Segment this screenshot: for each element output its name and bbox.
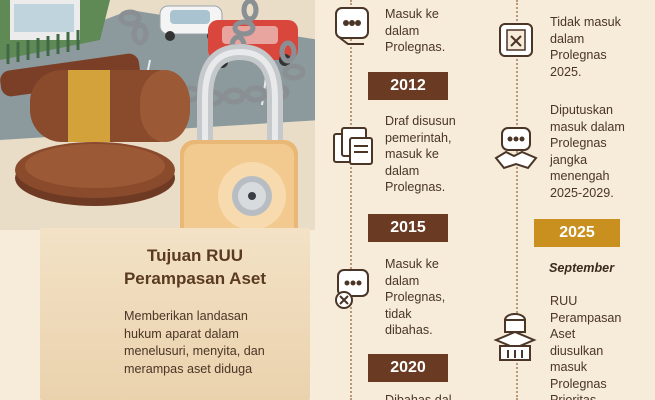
illustration: [0, 0, 320, 400]
documents-icon: [330, 122, 376, 173]
rul-panel: [40, 228, 310, 400]
entry-line: masuk ke: [385, 147, 439, 161]
entry-line: Prolegnas: [550, 376, 607, 391]
legal-building-icon: [490, 310, 540, 371]
entry-2025-2029: Diputuskan masuk dalam Prolegnas jangka …: [550, 102, 625, 201]
entry-line: Prolegnas: [550, 136, 607, 150]
rul-title-line1: Tujuan RUU: [146, 246, 243, 265]
entry-top-right: Tidak masuk dalam Prolegnas 2025.: [550, 14, 621, 80]
rul-title: Tujuan RUU Perampasan Aset: [80, 244, 310, 290]
entry-line: Prolegnas.: [385, 180, 446, 194]
entry-line: 2025.: [550, 64, 582, 79]
entry-line: dibahas.: [385, 323, 433, 337]
handshake-icon: [330, 4, 374, 53]
entry-line: Prioritas: [550, 393, 597, 400]
entry-line: jangka: [550, 152, 588, 167]
year-2015: 2015: [368, 214, 448, 242]
month-september: September: [549, 261, 615, 275]
year-2025: 2025: [534, 219, 620, 247]
year-2012: 2012: [368, 72, 448, 100]
entry-line: Diputuskan: [550, 103, 614, 117]
entry-line: diusulkan: [550, 343, 604, 358]
handshake-icon: [492, 124, 540, 177]
rul-title-line2: Perampasan Aset: [123, 269, 267, 288]
entry-line: Perampasan: [550, 310, 622, 325]
entry-2020: Dibahas dal: [385, 393, 452, 400]
entry-line: tidak: [385, 306, 412, 321]
entry-line: dalam: [385, 273, 420, 288]
entry-line: Masuk ke: [385, 257, 439, 271]
entry-line: Aset: [550, 327, 576, 341]
entry-line: dalam: [385, 163, 420, 178]
entry-line: pemerintah,: [385, 130, 452, 145]
cancel-docs-icon: [330, 266, 376, 317]
rul-body-line4: merampas aset diduga: [124, 361, 253, 376]
entry-line: masuk dalam: [550, 119, 625, 134]
rul-body-line3: menelusuri, menyita, dan: [124, 344, 265, 358]
entry-line: Prolegnas: [550, 48, 607, 62]
entry-line: Prolegnas,: [385, 290, 446, 304]
document-x-icon: [494, 18, 538, 67]
entry-2015: Masuk ke dalam Prolegnas, tidak dibahas.: [385, 256, 445, 339]
entry-september-2025: RUU Perampasan Aset diusulkan masuk Prol…: [550, 293, 621, 400]
rul-body: Memberikan landasan hukum aparat dalam m…: [124, 308, 314, 378]
entry-line: Draf disusun: [385, 114, 456, 128]
entry-line: masuk: [550, 360, 588, 374]
timeline-line-right: [516, 0, 518, 400]
entry-line: Tidak masuk: [550, 15, 621, 29]
rul-body-line1: Memberikan landasan: [124, 309, 248, 323]
rul-body-line2: hukum aparat dalam: [124, 326, 239, 341]
timeline-line-left: [350, 0, 352, 400]
padlock-gavel-illustration: [0, 0, 320, 394]
entry-line: 2025-2029.: [550, 185, 614, 200]
entry-line: RUU: [550, 294, 578, 308]
entry-line: Prolegnas.: [385, 40, 446, 54]
entry-top-left: Masuk ke dalam Prolegnas.: [385, 6, 445, 56]
entry-line: menengah: [550, 169, 610, 183]
year-2020: 2020: [368, 354, 448, 382]
entry-line: dalam: [550, 31, 585, 46]
entry-2012: Draf disusun pemerintah, masuk ke dalam …: [385, 113, 456, 196]
entry-line: dalam: [385, 23, 420, 38]
entry-line: Masuk ke: [385, 7, 439, 21]
